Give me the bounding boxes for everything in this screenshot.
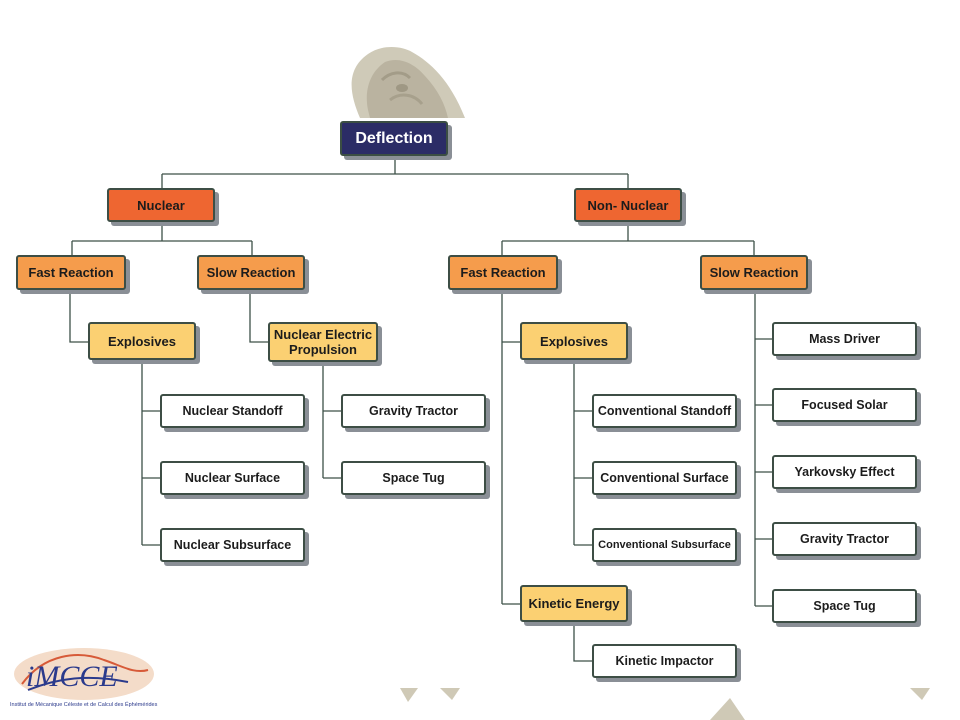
node-label: Fast Reaction (28, 265, 114, 280)
node-non-nuclear-fast-reaction: Fast Reaction (448, 255, 558, 290)
leaf-nuclear-standoff: Nuclear Standoff (160, 394, 305, 428)
leaf-yarkovsky-effect: Yarkovsky Effect (772, 455, 917, 489)
node-conventional-explosives: Explosives (520, 322, 628, 360)
leaf-gravity-tractor: Gravity Tractor (772, 522, 917, 556)
node-label: Conventional Subsurface (598, 538, 731, 551)
node-non-nuclear: Non- Nuclear (574, 188, 682, 222)
leaf-mass-driver: Mass Driver (772, 322, 917, 356)
node-label: Explosives (108, 333, 176, 349)
node-label: Nuclear Surface (184, 470, 281, 485)
node-label: Nuclear (137, 197, 185, 213)
node-label: Gravity Tractor (369, 403, 458, 418)
node-nuclear: Nuclear (107, 188, 215, 222)
node-non-nuclear-slow-reaction: Slow Reaction (700, 255, 808, 290)
leaf-space-tug-nuclear: Space Tug (341, 461, 486, 495)
node-label: Deflection (355, 130, 433, 147)
node-nuclear-fast-reaction: Fast Reaction (16, 255, 126, 290)
node-kinetic-energy: Kinetic Energy (520, 585, 628, 622)
leaf-conventional-subsurface: Conventional Subsurface (592, 528, 737, 562)
node-label: Slow Reaction (709, 265, 799, 280)
node-label: Gravity Tractor (800, 531, 889, 546)
node-label: Space Tug (382, 470, 445, 485)
node-label: Yarkovsky Effect (794, 464, 895, 479)
leaf-conventional-standoff: Conventional Standoff (592, 394, 737, 428)
node-label: Kinetic Energy (528, 596, 620, 611)
leaf-focused-solar: Focused Solar (772, 388, 917, 422)
leaf-gravity-tractor-nuclear: Gravity Tractor (341, 394, 486, 428)
node-label: Explosives (540, 333, 608, 349)
leaf-nuclear-subsurface: Nuclear Subsurface (160, 528, 305, 562)
bottom-decoration (400, 688, 930, 720)
node-label: Mass Driver (809, 331, 880, 346)
leaf-conventional-surface: Conventional Surface (592, 461, 737, 495)
svg-text:iMCCE: iMCCE (26, 660, 118, 693)
leaf-nuclear-surface: Nuclear Surface (160, 461, 305, 495)
leaf-space-tug: Space Tug (772, 589, 917, 623)
node-nuclear-explosives: Explosives (88, 322, 196, 360)
logo-caption: Institut de Mécanique Céleste et de Calc… (10, 701, 158, 708)
leaf-kinetic-impactor: Kinetic Impactor (592, 644, 737, 678)
node-label: Slow Reaction (206, 265, 296, 280)
node-label-line2: Propulsion (289, 342, 357, 357)
node-label: Space Tug (813, 598, 876, 613)
node-label: Fast Reaction (460, 265, 546, 280)
node-deflection: Deflection (340, 121, 448, 156)
node-label: Conventional Surface (600, 470, 729, 485)
node-label: Conventional Standoff (597, 403, 732, 418)
node-label-line1: Nuclear Electric (273, 327, 373, 342)
node-nuclear-electric-propulsion: Nuclear Electric Propulsion (268, 322, 378, 362)
node-label: Non- Nuclear (587, 197, 669, 213)
node-label: Nuclear Standoff (182, 403, 283, 418)
node-nuclear-slow-reaction: Slow Reaction (197, 255, 305, 290)
node-label: Focused Solar (801, 397, 888, 412)
asteroid-image (351, 47, 465, 118)
node-label: Nuclear Subsurface (173, 537, 292, 552)
imcce-logo: iMCCE Institut de Mécanique Céleste et d… (10, 648, 158, 708)
node-label: Kinetic Impactor (615, 653, 714, 668)
